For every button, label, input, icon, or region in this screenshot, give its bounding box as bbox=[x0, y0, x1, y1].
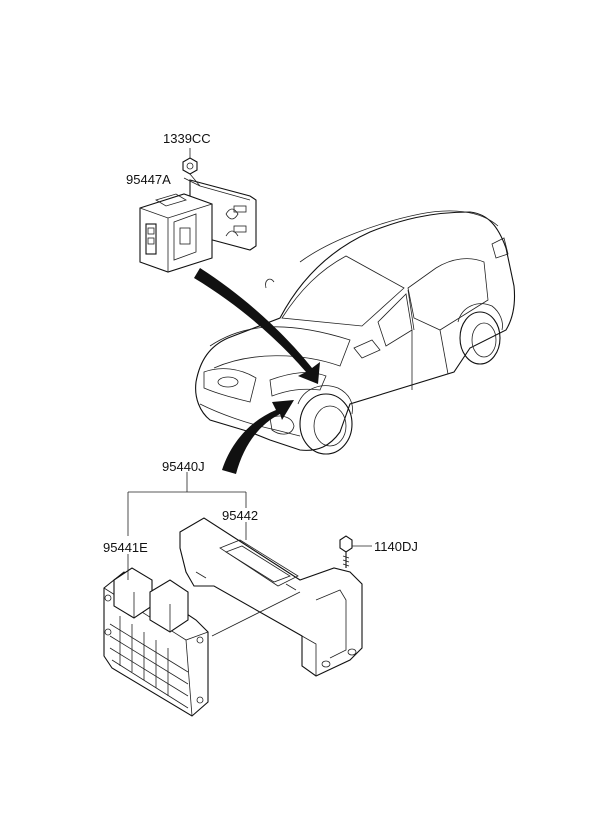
label-ecu-bracket-95442: 95442 bbox=[222, 508, 259, 523]
label-ecu-assembly-95440j: 95440J bbox=[162, 459, 205, 474]
ecu-unit-part bbox=[103, 567, 209, 717]
vehicle-illustration bbox=[195, 210, 516, 455]
bolt-part bbox=[339, 535, 353, 568]
label-bolt-1140dj: 1140DJ bbox=[374, 539, 418, 554]
label-ecu-unit-95441e: 95441E bbox=[103, 540, 148, 555]
ecu-bracket-part bbox=[179, 517, 363, 677]
label-relay-bracket-95447a: 95447A bbox=[126, 172, 171, 187]
nut-part bbox=[182, 157, 198, 175]
leader-lines bbox=[127, 177, 372, 637]
relay-bracket-part bbox=[139, 173, 257, 273]
arrow-ecu-location bbox=[222, 400, 294, 474]
arrow-relay-location bbox=[194, 268, 320, 384]
label-nut-1339cc: 1339CC bbox=[163, 131, 211, 146]
